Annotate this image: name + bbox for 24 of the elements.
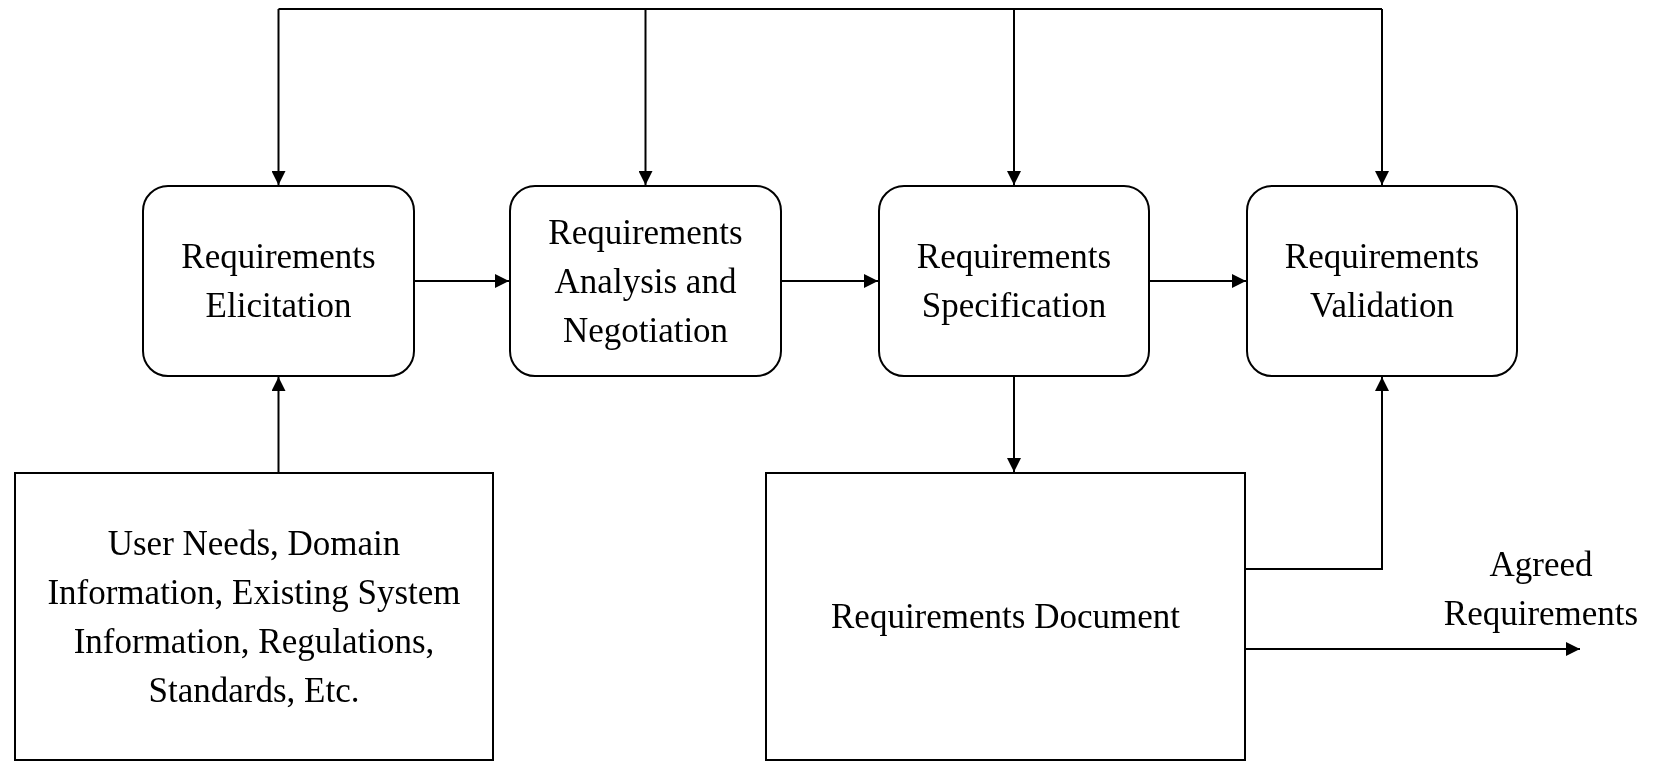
arrow bbox=[638, 8, 653, 186]
node-label: Requirements Validation bbox=[1283, 236, 1481, 327]
arrow bbox=[781, 274, 879, 288]
input-box bbox=[14, 472, 494, 761]
arrow bbox=[1007, 376, 1021, 473]
arrow bbox=[271, 8, 286, 186]
arrow bbox=[1245, 642, 1581, 656]
document-box bbox=[765, 472, 1246, 761]
node-label: User Needs, Domain Information, Existing System Information, Regulations, Standards, Etc. bbox=[46, 522, 462, 712]
arrow bbox=[1375, 8, 1389, 186]
node-label: Requirements Specification bbox=[915, 236, 1113, 327]
process-box bbox=[1246, 185, 1518, 377]
process-box bbox=[878, 185, 1150, 377]
node-label: Requirements Document bbox=[831, 596, 1180, 638]
arrow bbox=[414, 274, 510, 288]
arrow bbox=[271, 376, 286, 473]
arrow bbox=[1245, 376, 1389, 570]
node-label: Requirements Analysis and Negotiation bbox=[547, 211, 744, 352]
process-box bbox=[142, 185, 415, 377]
process-box bbox=[509, 185, 782, 377]
arrow bbox=[1007, 8, 1021, 186]
output-label: Agreed Requirements bbox=[1442, 544, 1640, 635]
node-label: Requirements Elicitation bbox=[180, 236, 377, 327]
arrow bbox=[1149, 274, 1247, 288]
